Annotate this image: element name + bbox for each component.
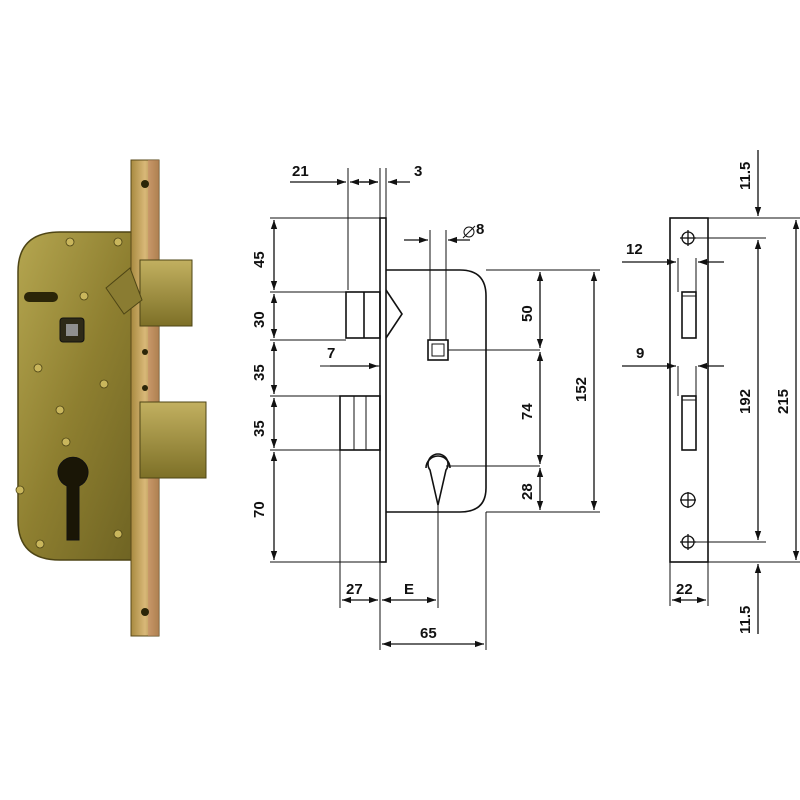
dim-latch-top: 45: [251, 251, 268, 268]
lock-latch: [139, 259, 193, 327]
dim-centre-distance: 74: [519, 403, 536, 420]
lock-deadbolt: [139, 401, 207, 479]
dim-case-height: 152: [573, 377, 590, 402]
dim-gap: 35: [251, 364, 268, 381]
drawing-faceplate: [379, 217, 387, 563]
dim-spindle-to-top: 50: [519, 305, 536, 322]
lock-cylinder-hole: [57, 456, 89, 541]
dim-spindle-square: 8: [476, 221, 484, 238]
dim-front-width: 21: [292, 163, 309, 180]
lock-case: [17, 231, 141, 561]
dim-faceplate-thickness: 3: [414, 163, 422, 180]
dim-strike-total: 215: [775, 389, 792, 414]
dim-strike-holes: 192: [737, 389, 754, 414]
dim-strike-width: 22: [676, 581, 693, 598]
dim-case-depth: 65: [420, 625, 437, 642]
dim-strike-top: 11.5: [737, 162, 754, 190]
dim-strike-hole-offset: 9: [636, 345, 644, 362]
dim-bolt-throw: 27: [346, 581, 363, 598]
dim-cylinder-to-bottom: 28: [519, 483, 536, 500]
dim-bolt-setback: 7: [327, 345, 335, 362]
dim-bottom: 70: [251, 501, 268, 518]
dim-bolt-height: 35: [251, 420, 268, 437]
dim-latch-height: 30: [251, 311, 268, 328]
dim-strike-bottom: 11.5: [737, 606, 754, 634]
strike-plate: [669, 217, 709, 563]
lock-photo: [15, 159, 207, 637]
front-drawing: 21 3 8 45 30 35 35 70 7 50 74 28 152 27 …: [251, 163, 600, 650]
dim-strike-offset: 12: [626, 241, 643, 258]
strike-plate-drawing: 12 9 11.5 192 215 22 11.5: [622, 150, 800, 634]
drawing-case: [386, 269, 487, 513]
dim-backset: E: [404, 581, 414, 598]
